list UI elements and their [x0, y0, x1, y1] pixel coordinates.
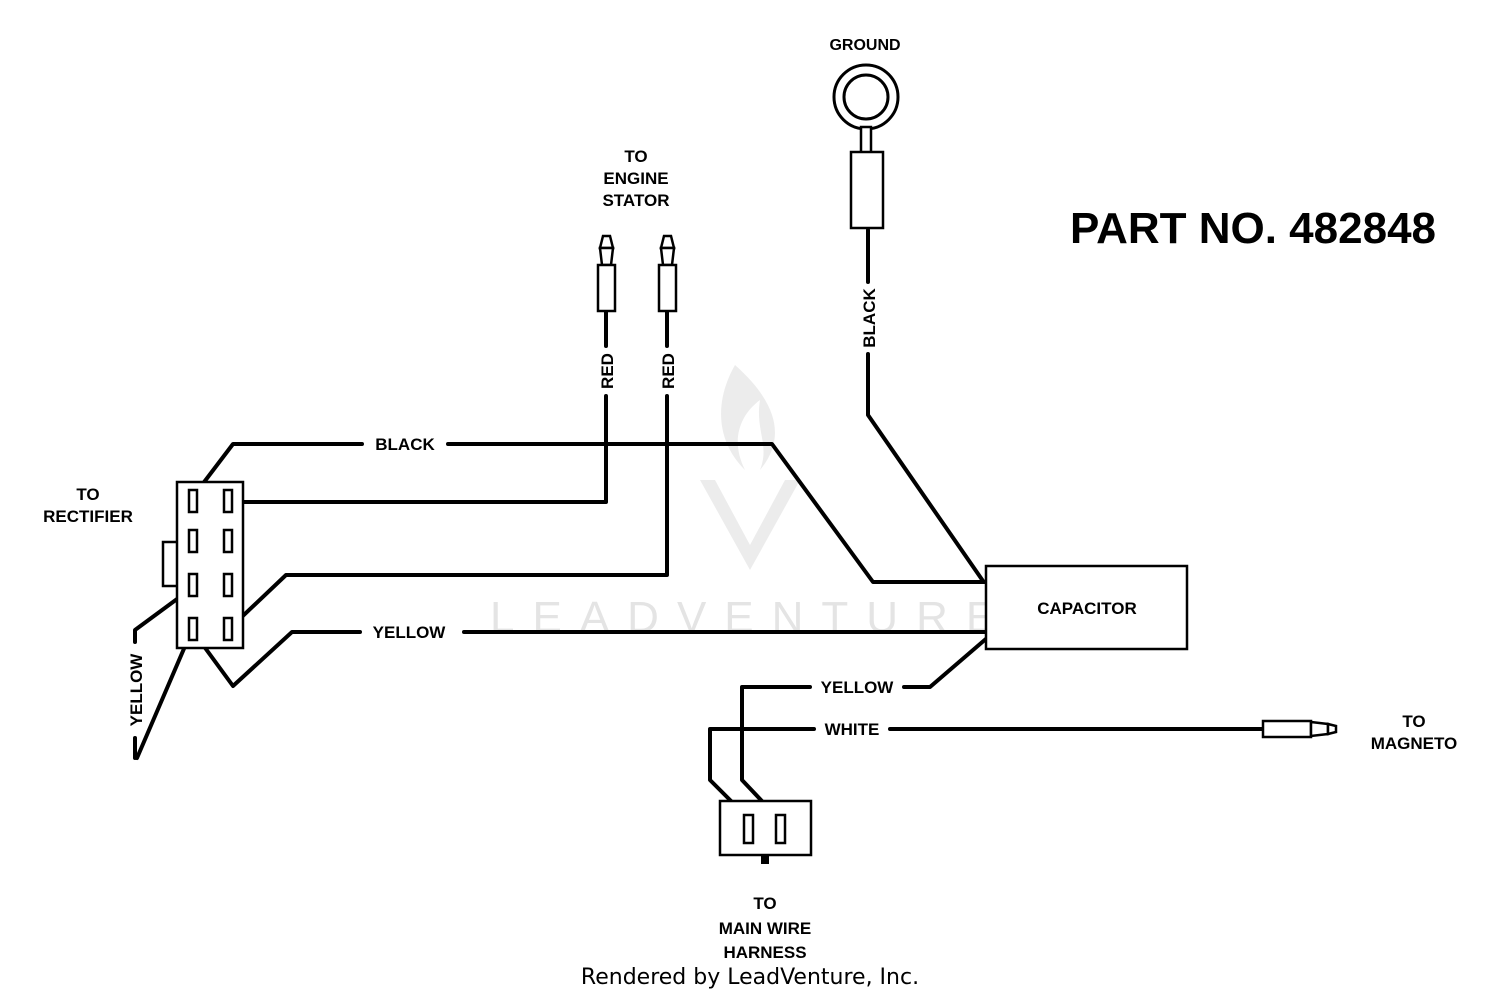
rectifier-pin-3	[187, 528, 199, 554]
harness-pin-1	[742, 813, 755, 845]
capacitor-label: CAPACITOR	[1037, 599, 1137, 618]
stator-connector-right	[657, 234, 678, 313]
rectifier-pin-7	[187, 616, 199, 642]
magneto-label: MAGNETO	[1371, 734, 1458, 753]
stator-label-stator: STATOR	[602, 191, 669, 210]
harness-label: HARNESS	[723, 943, 806, 962]
wire-label-yellow-left: YELLOW	[127, 653, 146, 727]
ground-terminal	[832, 63, 900, 230]
harness-label-to: TO	[753, 894, 776, 913]
rectifier-pin-4	[222, 528, 234, 554]
wire-black-top-right	[446, 442, 989, 584]
wire-yellow-left-tail	[135, 628, 194, 760]
wire-label-yellow-lower: YELLOW	[821, 678, 895, 697]
wire-yellow-left-upper	[133, 586, 194, 644]
main-harness-connector	[718, 799, 813, 864]
wire-red-left-lower	[234, 394, 608, 504]
watermark-text: LEADVENTURE	[490, 593, 1013, 642]
wire-label-red-right: RED	[659, 353, 678, 389]
wire-label-ground-black: BLACK	[860, 288, 879, 348]
wire-label-yellow-mid: YELLOW	[373, 623, 447, 642]
rectifier-pin-6	[222, 572, 234, 598]
rectifier-pin-8	[222, 616, 234, 642]
stator-connector-left	[596, 234, 617, 313]
magneto-label-to: TO	[1402, 712, 1425, 731]
harness-label-main: MAIN WIRE	[719, 919, 812, 938]
wire-white-left	[708, 727, 816, 820]
rectifier-label-to: TO	[76, 485, 99, 504]
wire-black-top-left	[190, 442, 364, 500]
footer-credit: Rendered by LeadVenture, Inc.	[581, 965, 919, 990]
ground-label: GROUND	[829, 37, 900, 54]
rectifier-pin-5	[187, 572, 199, 598]
wire-yellow-lower-right	[902, 636, 989, 689]
rectifier-pin-1	[187, 488, 199, 514]
part-number: PART NO. 482848	[1070, 204, 1436, 253]
wire-red-right-lower	[226, 394, 669, 632]
harness-pin-2	[774, 813, 787, 845]
wire-yellow-mid-left	[190, 628, 362, 688]
rectifier-connector	[161, 480, 245, 650]
wire-yellow-lower-left	[740, 685, 812, 820]
magneto-connector	[1261, 719, 1338, 739]
wire-label-black-top: BLACK	[375, 435, 435, 454]
wire-label-white: WHITE	[825, 720, 880, 739]
stator-label-to: TO	[624, 147, 647, 166]
wire-label-red-left: RED	[598, 353, 617, 389]
stator-label-engine: ENGINE	[603, 169, 668, 188]
rectifier-pin-2	[222, 488, 234, 514]
wire-ground-black-lower	[866, 352, 985, 583]
rectifier-label: RECTIFIER	[43, 507, 133, 526]
capacitor-box	[984, 564, 1189, 651]
